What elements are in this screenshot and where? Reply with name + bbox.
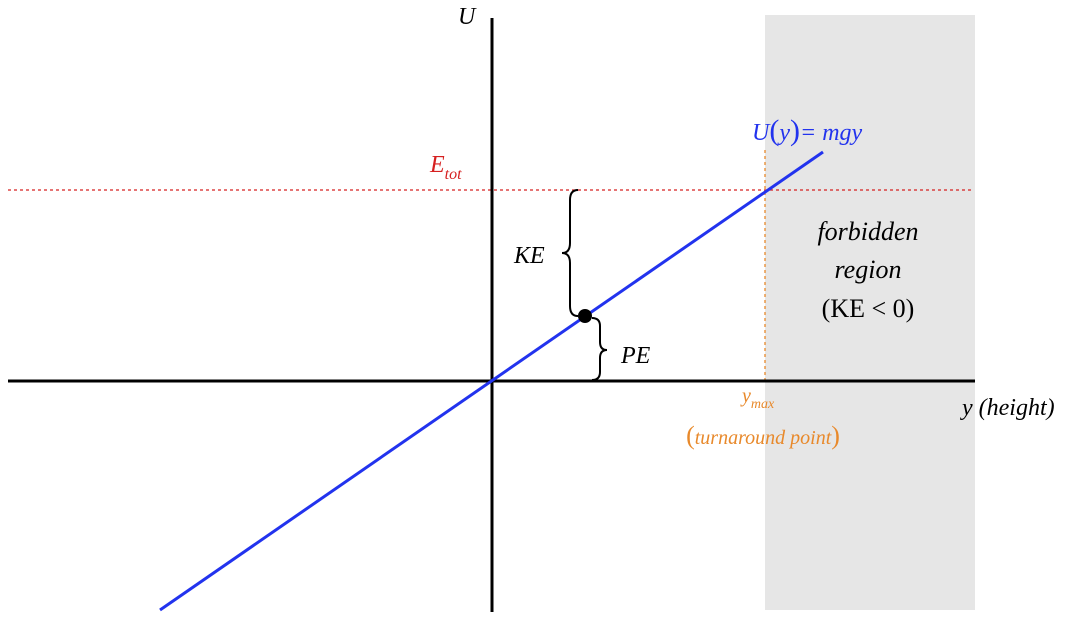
pe-brace	[591, 317, 608, 381]
forbidden-line-2: region	[835, 255, 902, 284]
ke-label: KE	[513, 243, 545, 269]
etot-label: Etot	[429, 152, 462, 183]
potential-label: U(y)= mgy	[752, 114, 863, 147]
pe-label: PE	[620, 343, 651, 369]
ymax-label: ymax	[740, 385, 775, 412]
potential-line	[159, 150, 824, 612]
forbidden-region	[765, 15, 975, 610]
x-axis-label: y (height)	[960, 395, 1055, 421]
particle-dot	[578, 309, 592, 323]
forbidden-line-1: forbidden	[817, 217, 918, 246]
y-axis-label: U	[458, 4, 477, 30]
forbidden-line-3: (KE < 0)	[822, 294, 915, 323]
turnaround-caption: (turnaround point)	[686, 421, 840, 450]
ke-brace	[561, 189, 579, 317]
